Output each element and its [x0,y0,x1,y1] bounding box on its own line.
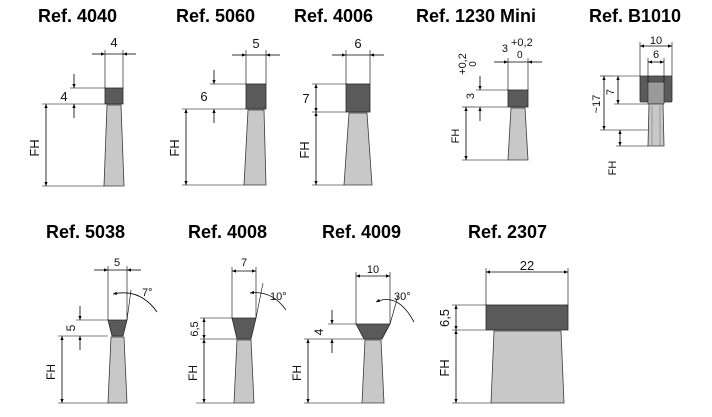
profile-b1010: 10 6 7 ~17 FH [591,35,673,176]
dim-height: 5 [64,324,78,331]
dim-width-inner: 6 [653,49,659,61]
brush-head [507,89,529,108]
title-ref-4009: Ref. 4009 [322,222,402,242]
profile-2307: 22 6,5 FH [437,258,569,404]
dim-height: 7 [302,91,309,106]
dim-fh: FH [186,365,200,381]
brush-head [355,323,391,340]
dim-width-tol-upper: +0,2 [511,37,533,49]
dim-width-outer: 10 [650,35,662,47]
dim-height: 6 [200,89,207,104]
dim-height-tol-upper: +0,2 [457,53,469,75]
title-ref-5060: Ref. 5060 [176,6,256,26]
brush-filament [490,330,565,404]
dim-width: 4 [110,35,117,50]
dim-fh: FH [450,129,462,144]
profile-5060: 5 6 FH [167,36,280,186]
dim-fh: FH [607,161,619,176]
dim-width: 10 [367,264,379,276]
dim-height: 6,5 [189,321,201,336]
title-ref-5038: Ref. 5038 [46,222,126,242]
brush-filament [233,339,255,404]
dim-angle: 30° [394,291,411,303]
dim-height: 7 [605,89,617,95]
dim-width-tol-lower: 0 [517,50,523,61]
dim-fh: FH [437,359,452,376]
dim-height-tol-lower: 0 [468,61,479,67]
brush-head [485,304,569,331]
title-ref-4008: Ref. 4008 [188,222,268,242]
dim-width: 7 [241,257,247,269]
brush-filament [107,336,128,404]
profile-5038: 5 7° 5 FH [44,257,158,404]
dim-angle: 7° [142,287,153,299]
profile-4040: 4 4 FH [27,35,136,187]
dim-fh: FH [44,364,58,380]
dim-height: 4 [312,328,326,335]
title-ref-1230-mini: Ref. 1230 Mini [416,6,537,26]
dim-angle: 10° [270,291,287,303]
brush-filament [243,109,267,186]
dim-fh: FH [27,139,42,156]
brush-filament [343,112,373,186]
brush-filament [507,107,529,161]
dim-width: 5 [114,257,120,269]
dim-overall: ~17 [591,95,603,114]
title-ref-4040: Ref. 4040 [38,6,118,26]
brush-head [231,317,257,340]
brush-filament [647,103,665,147]
dim-width: 5 [252,36,259,51]
profile-4006: 6 7 FH [297,36,384,186]
brush-filament [103,104,125,187]
profile-1230-mini: 3 +0,2 0 3 +0,2 0 FH [450,37,542,161]
profile-4008: 7 10° 6,5 FH [186,257,287,404]
dim-height: 4 [60,89,67,104]
brush-filament [361,339,385,404]
title-ref-b1010: Ref. B1010 [589,6,682,26]
brush-head [107,319,128,337]
brush-head [345,83,371,113]
dim-width: 6 [354,36,361,51]
dim-fh: FH [290,365,304,381]
dim-fh: FH [167,139,182,156]
dim-width: 22 [520,258,534,273]
dim-height: 3 [465,93,477,99]
title-ref-4006: Ref. 4006 [294,6,374,26]
dim-fh: FH [297,141,312,158]
brush-head [245,83,267,110]
profile-4009: 10 30° 4 FH [290,264,415,404]
brush-head [104,87,124,105]
dim-width: 3 [502,43,508,55]
title-ref-2307: Ref. 2307 [468,222,548,242]
dim-height: 6,5 [437,309,452,327]
